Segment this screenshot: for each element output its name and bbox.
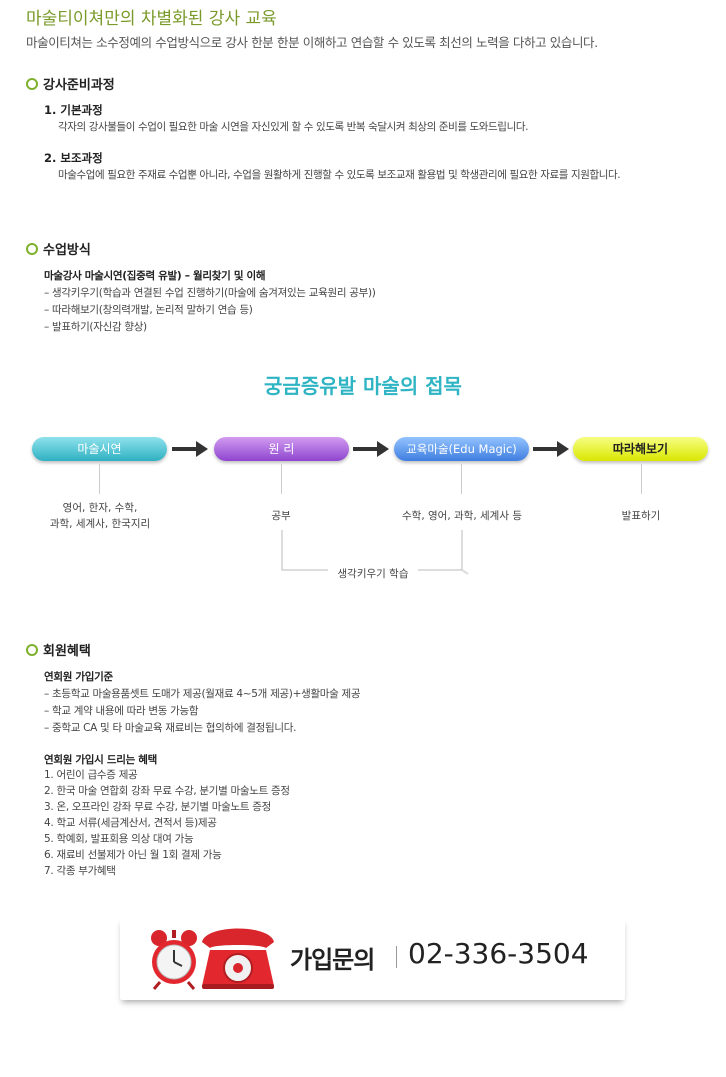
- circle-bullet-icon: [26, 242, 38, 255]
- step-label-line: 영어, 한자, 수학,: [62, 502, 138, 514]
- membership-benefit-item: 6. 재료비 선불제가 아닌 월 1회 결제 가능: [44, 849, 222, 861]
- connector-line: [461, 464, 462, 494]
- page-title: 마술티이쳐만의 차별화된 강사 교육: [26, 9, 277, 29]
- membership-benefit-item: 4. 학교 서류(세금계산서, 견적서 등)제공: [44, 817, 217, 829]
- page-subtitle: 마술이티쳐는 소수정예의 수업방식으로 강사 한분 한분 이해하고 연습할 수 …: [26, 35, 598, 50]
- membership-criteria-line: – 학교 계약 내용에 따라 변동 가능함: [44, 705, 199, 717]
- membership-benefit-item: 5. 학예회, 발표회용 의상 대여 가능: [44, 833, 194, 845]
- bracket-label: 생각키우기 학습: [337, 568, 409, 580]
- class-method-lead: 마술강사 마술시연(집중력 유발) – 월리찾기 및 이해: [44, 270, 266, 282]
- section-heading-text: 수업방식: [43, 243, 91, 258]
- connector-line: [281, 464, 282, 494]
- connector-line: [641, 464, 642, 494]
- section-heading-text: 강사준비과정: [43, 78, 115, 93]
- connector-line: [99, 464, 100, 494]
- arrow-right-icon: [533, 441, 569, 457]
- course-desc-aux: 마술수업에 필요한 주재료 수업뿐 아니라, 수업을 원활하게 진행할 수 있도…: [58, 169, 621, 181]
- alarm-clock-icon: [151, 930, 197, 990]
- circle-bullet-icon: [26, 643, 38, 656]
- step-label-line: 과학, 세계사, 한국지리: [49, 518, 151, 530]
- step-label-subjects: 영어, 한자, 수학, 과학, 세계사, 한국지리: [20, 500, 180, 532]
- bracket-connector: [281, 530, 469, 575]
- membership-benefits-title: 연회원 가입시 드리는 혜택: [44, 754, 158, 766]
- arrow-right-icon: [172, 441, 208, 457]
- contact-divider: [396, 946, 397, 968]
- section-heading-instructor-prep: 강사준비과정: [26, 74, 115, 93]
- circle-bullet-icon: [26, 77, 38, 90]
- section-heading-class-method: 수업방식: [26, 239, 91, 258]
- membership-criteria-line: – 초등학교 마술용품셋트 도매가 제공(월재료 4~5개 제공)+생활마술 제…: [44, 688, 361, 700]
- step-follow-along: 따라해보기: [573, 437, 708, 461]
- step-label-study: 공부: [271, 510, 291, 522]
- section-heading-member-benefits: 회원혜택: [26, 640, 91, 659]
- section-heading-text: 회원혜택: [43, 644, 91, 659]
- membership-benefit-item: 2. 한국 마술 연합회 강좌 무료 수강, 분기별 마술노트 증정: [44, 785, 290, 797]
- contact-phone[interactable]: 02-336-3504: [408, 937, 589, 970]
- arrow-right-icon: [353, 441, 389, 457]
- step-edu-magic: 교육마술(Edu Magic): [394, 437, 529, 461]
- membership-criteria-title: 연회원 가입기준: [44, 671, 113, 683]
- class-method-line: – 생각키우기(학습과 연결된 수업 진행하기(마술에 숨겨져있는 교육원리 공…: [44, 287, 376, 299]
- course-desc-basic: 각자의 강사불들이 수업이 필요한 마술 시연을 자신있게 할 수 있도록 반복…: [58, 121, 529, 133]
- step-principle: 원 리: [214, 437, 349, 461]
- course-title-basic: 1. 기본과정: [44, 103, 103, 117]
- contact-label: 가입문의: [290, 946, 375, 974]
- telephone-icon: [202, 928, 274, 989]
- class-method-line: – 발표하기(자신감 향상): [44, 321, 147, 333]
- step-magic-demo: 마술시연: [32, 437, 167, 461]
- diagram-title: 궁금증유발 마술의 접목: [264, 374, 462, 398]
- course-title-aux: 2. 보조과정: [44, 151, 103, 165]
- membership-criteria-line: – 중학교 CA 및 타 마술교육 재료비는 협의하에 결정됩니다.: [44, 722, 297, 734]
- membership-benefit-item: 1. 어린이 급수증 제공: [44, 769, 138, 781]
- membership-benefit-item: 7. 각종 부가혜택: [44, 865, 116, 877]
- step-label-edu-subjects: 수학, 영어, 과학, 세계사 등: [402, 510, 522, 522]
- membership-benefit-item: 3. 온, 오프라인 강좌 무료 수강, 분기별 마술노트 증정: [44, 801, 271, 813]
- step-label-present: 발표하기: [621, 510, 661, 522]
- class-method-line: – 따라해보기(창의력개발, 논리적 말하기 연습 등): [44, 304, 253, 316]
